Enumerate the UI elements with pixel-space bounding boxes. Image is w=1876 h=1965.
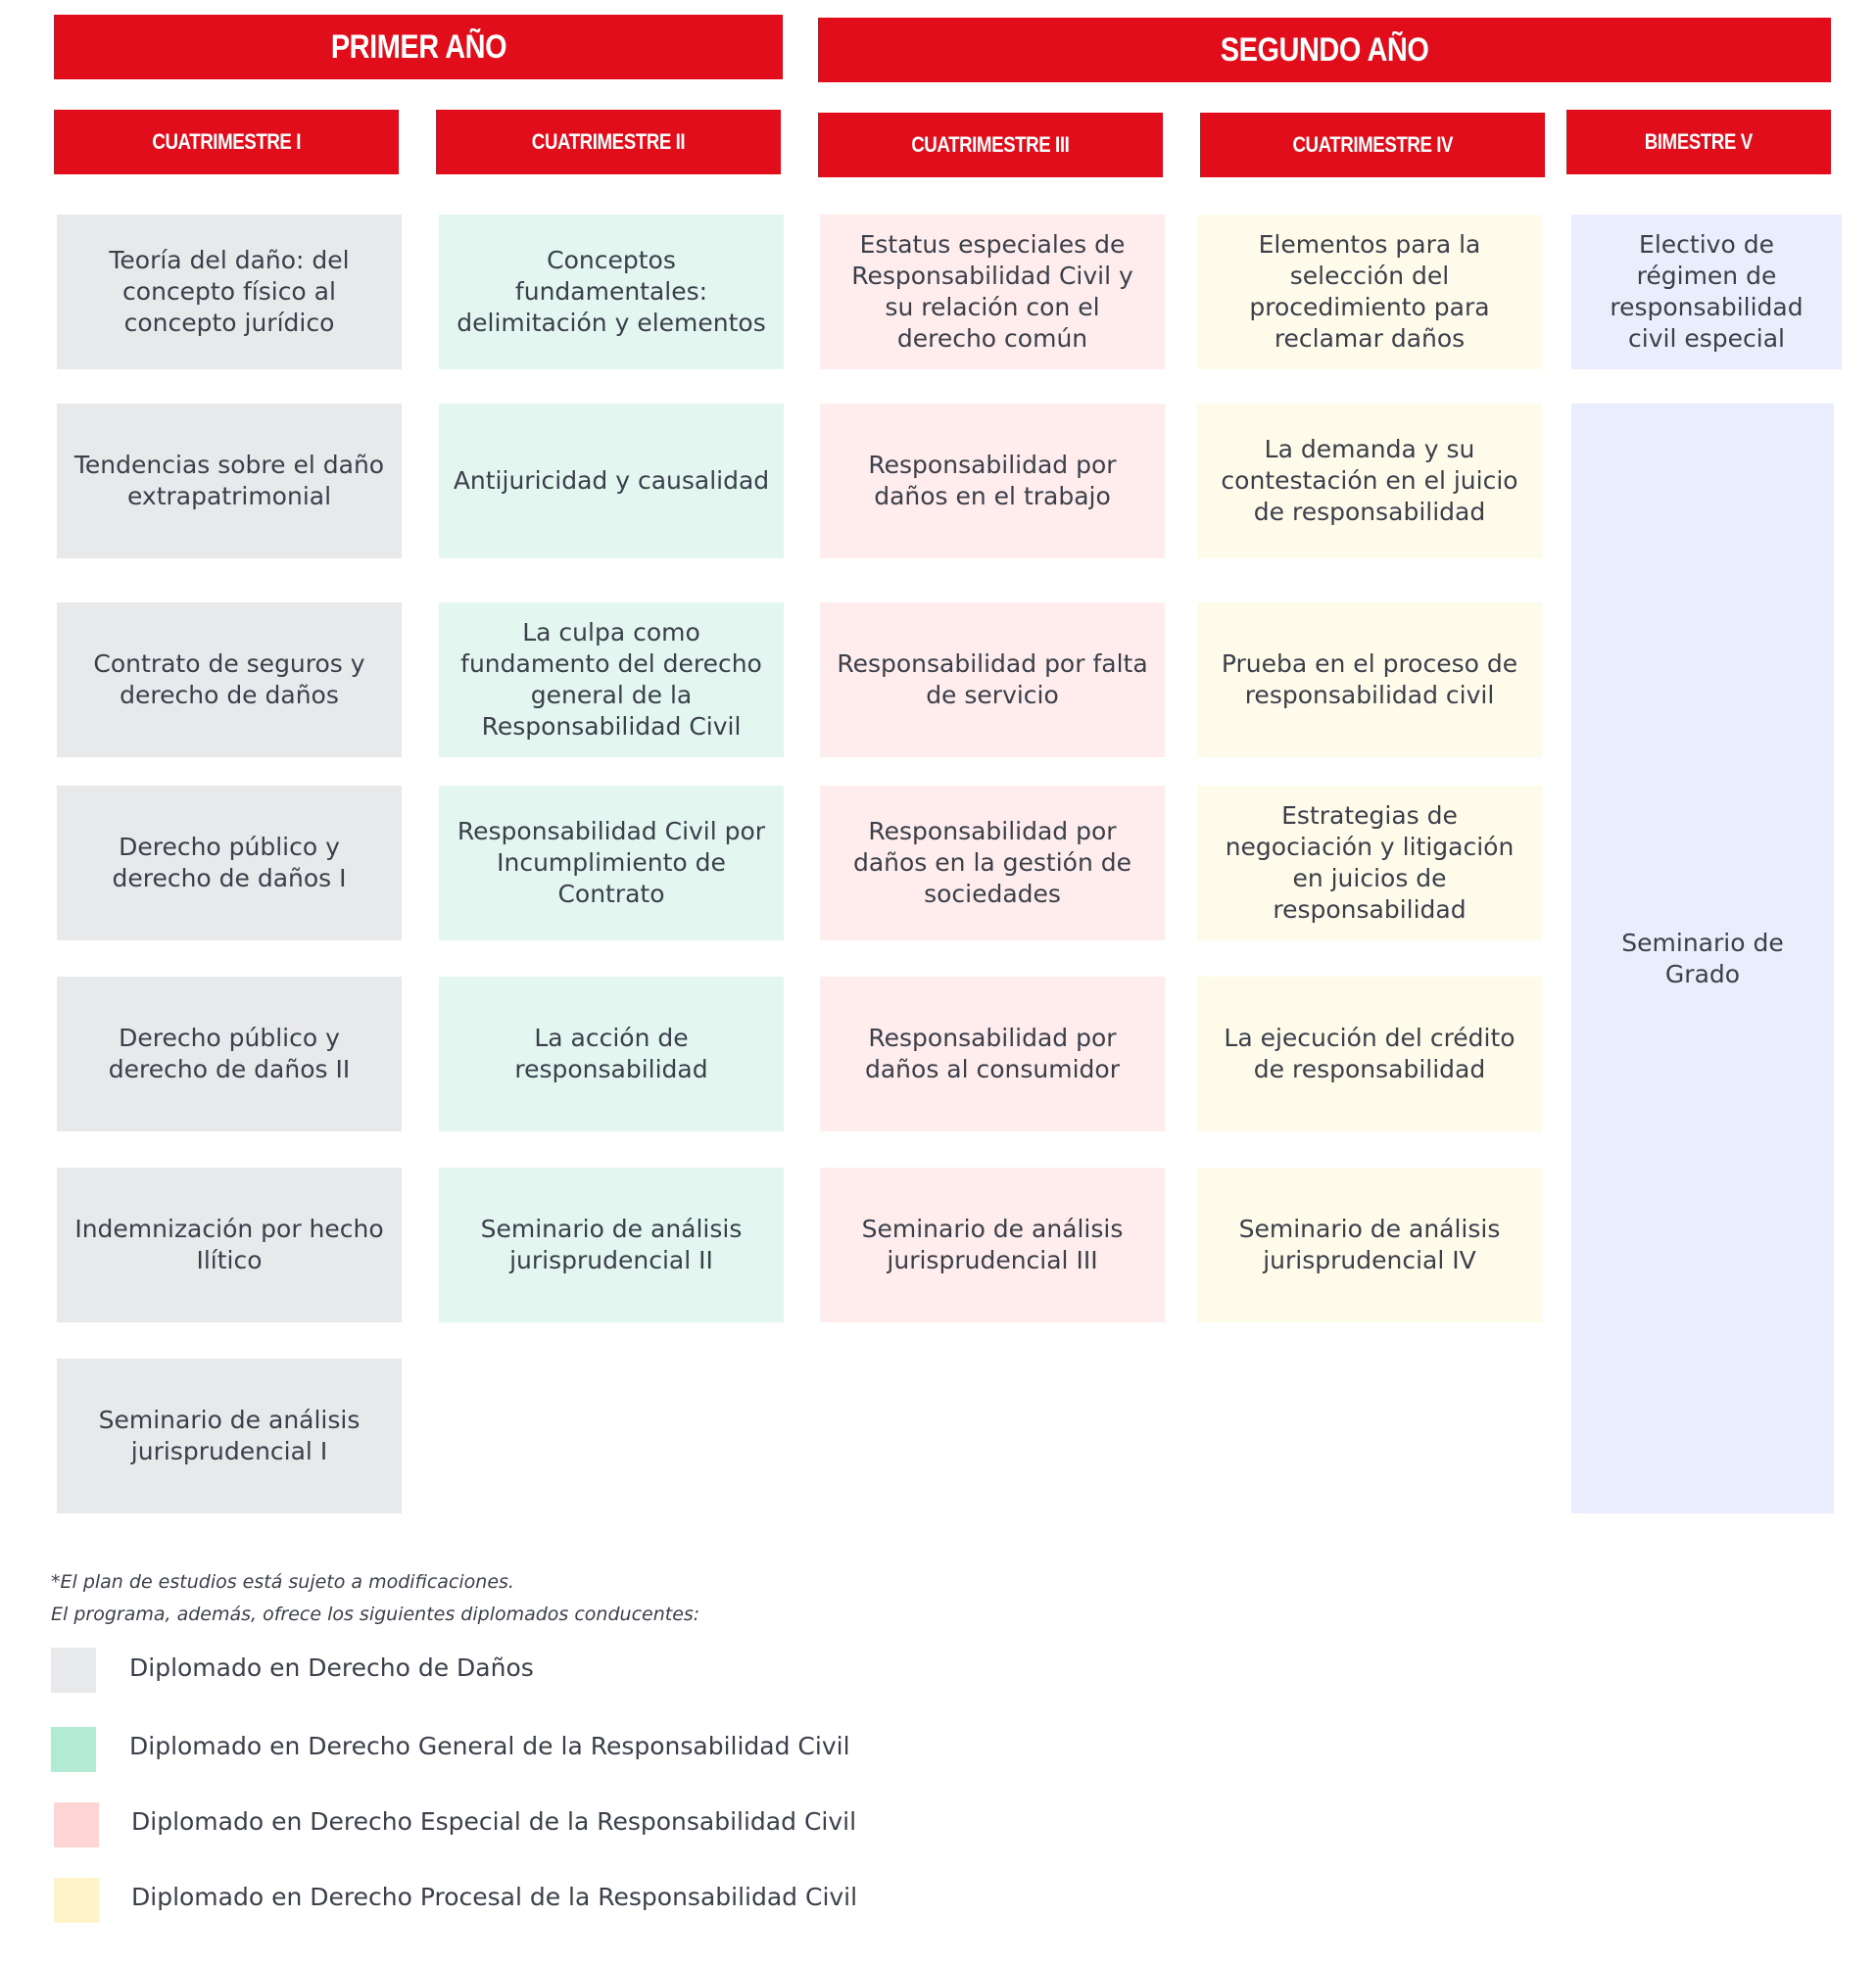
course-card-tall: Seminario de Grado [1571, 404, 1834, 1513]
course-card: Elementos para la selección del procedim… [1197, 215, 1542, 369]
period-header-label: CUATRIMESTRE IV [1292, 132, 1453, 157]
legend-swatch [51, 1648, 96, 1693]
course-card: Responsabilidad Civil por Incumplimiento… [439, 786, 784, 940]
legend-swatch [54, 1802, 99, 1847]
course-card: Responsabilidad por daños en el trabajo [820, 404, 1165, 558]
course-card: Conceptos fundamentales: delimitación y … [439, 215, 784, 369]
disclaimer-note: *El plan de estudios está sujeto a modif… [51, 1571, 514, 1593]
year-header-2: SEGUNDO AÑO [818, 18, 1831, 82]
course-card: La culpa como fundamento del derecho gen… [439, 602, 784, 757]
period-header-label: BIMESTRE V [1644, 129, 1754, 154]
legend-label: Diplomado en Derecho Especial de la Resp… [131, 1806, 857, 1836]
period-header-label: CUATRIMESTRE III [911, 132, 1070, 157]
course-card: Tendencias sobre el daño extrapatrimonia… [57, 404, 402, 558]
course-card: Derecho público y derecho de daños I [57, 786, 402, 940]
course-card: Seminario de análisis jurisprudencial II… [820, 1168, 1165, 1322]
period-header-3: CUATRIMESTRE III [818, 113, 1163, 177]
course-card: Electivo de régimen de responsabilidad c… [1571, 215, 1842, 369]
legend-label: Diplomado en Derecho de Daños [129, 1653, 534, 1682]
period-header-2: CUATRIMESTRE II [436, 110, 781, 174]
period-header-1: CUATRIMESTRE I [54, 110, 399, 174]
course-card: Responsabilidad por daños al consumidor [820, 977, 1165, 1131]
course-card: La demanda y su contestación en el juici… [1197, 404, 1542, 558]
course-card: Indemnización por hecho Ilítico [57, 1168, 402, 1322]
course-card: Contrato de seguros y derecho de daños [57, 602, 402, 757]
course-card: Estatus especiales de Responsabilidad Ci… [820, 215, 1165, 369]
period-header-label: CUATRIMESTRE I [152, 129, 301, 154]
period-header-label: CUATRIMESTRE II [531, 129, 686, 154]
course-card: Antijuricidad y causalidad [439, 404, 784, 558]
course-card: Prueba en el proceso de responsabilidad … [1197, 602, 1542, 757]
year-header-label: SEGUNDO AÑO [1220, 30, 1429, 69]
year-header-label: PRIMER AÑO [330, 27, 506, 66]
legend-label: Diplomado en Derecho General de la Respo… [129, 1731, 850, 1760]
course-card: Seminario de análisis jurisprudencial I [57, 1359, 402, 1513]
period-header-5: BIMESTRE V [1566, 110, 1831, 174]
course-card: La ejecución del crédito de responsabili… [1197, 977, 1542, 1131]
course-card: Estrategias de negociación y litigación … [1197, 786, 1542, 940]
course-card: Seminario de análisis jurisprudencial II [439, 1168, 784, 1322]
course-card: Responsabilidad por falta de servicio [820, 602, 1165, 757]
course-card: Responsabilidad por daños en la gestión … [820, 786, 1165, 940]
legend-swatch [54, 1878, 99, 1923]
legend-swatch [51, 1727, 96, 1772]
course-card: Seminario de análisis jurisprudencial IV [1197, 1168, 1542, 1322]
period-header-4: CUATRIMESTRE IV [1200, 113, 1545, 177]
course-card: Teoría del daño: del concepto físico al … [57, 215, 402, 369]
legend-label: Diplomado en Derecho Procesal de la Resp… [131, 1882, 858, 1911]
diplomas-note: El programa, además, ofrece los siguient… [51, 1604, 700, 1625]
course-card: Derecho público y derecho de daños II [57, 977, 402, 1131]
course-card: La acción de responsabilidad [439, 977, 784, 1131]
year-header-1: PRIMER AÑO [54, 15, 783, 79]
